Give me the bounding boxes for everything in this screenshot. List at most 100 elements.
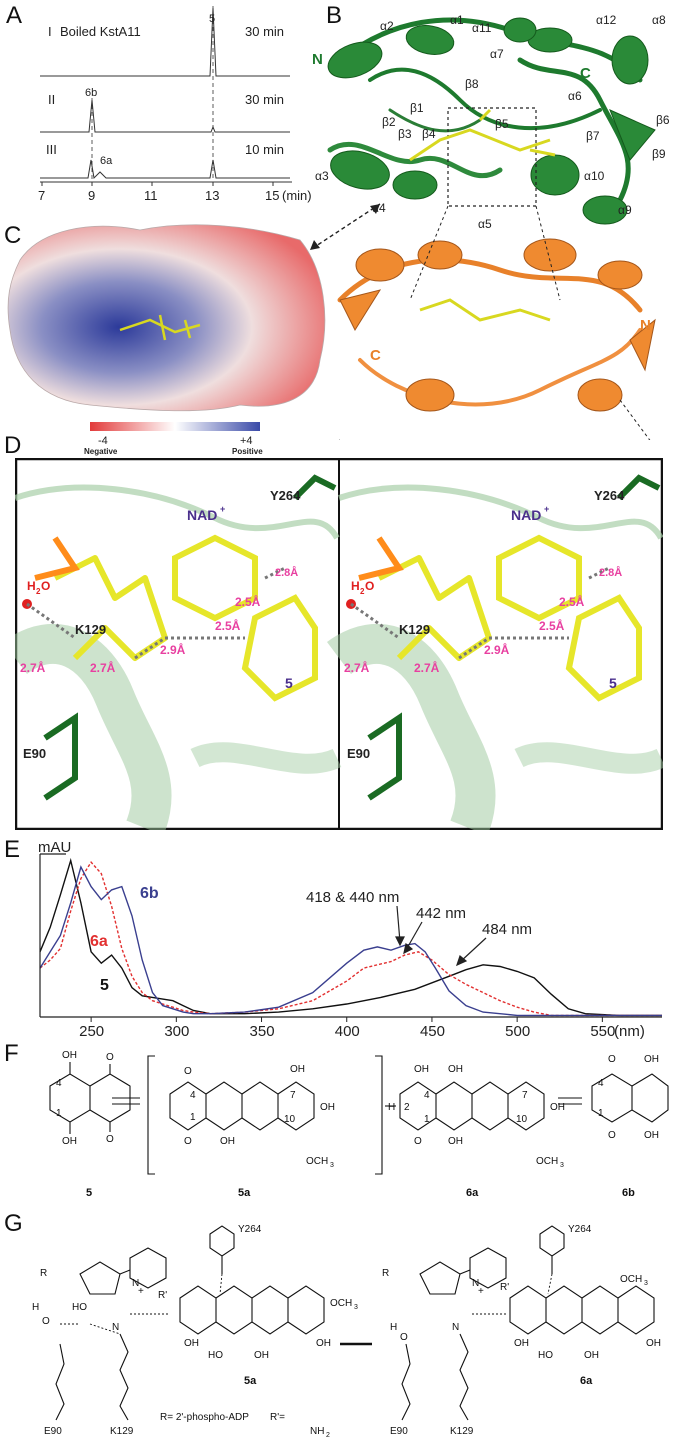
panel-label-f: F [4,1040,19,1067]
panel-c-surface: -4 +4 Negative Positive [7,224,326,456]
stereo-left [15,474,342,830]
f-6b-oh-top: OH [644,1054,659,1065]
panel-d-stereo: Y264 NAD + K129 E90 5 H 2 O 2.8Å 2.5Å 2.… [15,458,663,830]
uv-series-group [39,857,662,1017]
f-5a-ome: OCH [306,1156,328,1167]
label-beta5: β5 [495,117,509,131]
d-right-k129: K129 [399,622,430,637]
d-left-k129: K129 [75,622,106,637]
label-beta3: β3 [398,127,412,141]
label-alpha11: α11 [472,21,492,35]
g-left-e90: E90 [44,1426,62,1437]
f-5a-num4: 4 [190,1090,196,1101]
g-left-ho: HO [72,1302,87,1313]
g-compound-6a: 6a [580,1375,593,1387]
f-6a-oh: OH [414,1064,429,1075]
label-beta2: β2 [382,115,396,129]
label-beta1: β1 [410,101,424,115]
series-label-6b: 6b [140,885,159,902]
d-left-water-o: O [41,579,50,593]
d-left-e90: E90 [23,746,46,761]
label-alpha2: α2 [380,19,394,33]
f-6b-o-bot: O [608,1130,616,1141]
g-left-rprime: R' [158,1290,167,1301]
trace-i [40,7,290,77]
label-beta9: β9 [652,147,666,161]
g-left-nh: N [112,1322,119,1333]
label-alpha8: α8 [652,13,666,27]
tick-15: 15 [265,188,279,203]
chain-b-helices [339,238,656,412]
f-5a-o-top: O [184,1066,192,1077]
d-left-dist-2: 2.5Å [235,594,261,609]
peak-6a-label: 6a [100,155,113,167]
trace-iii-roman: III [46,142,57,157]
g-right-n: N [472,1278,479,1289]
f-6b-num4: 4 [598,1078,604,1089]
g-right-oh-3: OH [584,1350,599,1361]
g-right-rprime: R' [500,1282,509,1293]
y-label-mau: mAU [38,842,71,856]
b-to-c-arrow [309,203,381,251]
d-right-nad: NAD [511,507,541,523]
g-right-h2o-h: H [390,1322,397,1333]
panel-a-hplc: 7 9 11 13 15 (min) I Boiled KstA11 30 mi… [38,6,312,203]
peak-5-label: 5 [209,13,215,25]
g-left-h2o-h: H [32,1302,39,1313]
series-label-5: 5 [100,977,109,994]
peak-6b-label: 6b [85,87,97,99]
d-left-water-h: H [27,579,36,593]
g-right-oh-1: OH [514,1338,529,1349]
g-right-h2o-o: O [400,1332,408,1343]
d-right-cmpd: 5 [609,675,617,691]
d-right-dist-2: 2.5Å [559,594,585,609]
g-right-oh-4: OH [646,1338,661,1349]
f-compound-5: 5 [86,1187,92,1199]
f-6a-num1: 1 [424,1114,430,1125]
panel-label-a: A [6,2,23,29]
g-right-ho-2: HO [538,1350,553,1361]
f-5a-oh: OH [290,1064,305,1075]
series-label-6a: 6a [90,933,108,950]
ligand-sticks-b [419,298,551,322]
trace-i-time: 30 min [245,24,284,39]
panel-g-mechanism: Y264 R N + R' HO H O N K129 E90 OCH 3 OH… [32,1224,661,1439]
g-right-ome: OCH [620,1274,642,1285]
molecular-surface [7,224,326,412]
g-left-oh-4: OH [316,1338,331,1349]
label-alpha7: α7 [490,47,504,61]
label-beta8: β8 [465,77,479,91]
g-left-y264: Y264 [238,1224,262,1235]
trace-i-roman: I [48,24,52,39]
d-left-dist-3: 2.5Å [215,618,241,633]
g-left-k129: K129 [110,1426,134,1437]
d-left-dist-6: 2.7Å [90,660,116,675]
f-6a-h: H [388,1102,395,1113]
x-tick-label: 500 [505,1023,530,1040]
g-r-def: R= 2'-phospho-ADP [160,1412,249,1423]
g-left-h2o-o: O [42,1316,50,1327]
active-site-box [447,107,537,207]
g-left-ome-sub: 3 [354,1304,358,1311]
f-6a-oh-10: OH [550,1102,565,1113]
tick-9: 9 [88,188,95,203]
f-6a-num2: 2 [404,1102,410,1113]
f-5a-oh-10: OH [320,1102,335,1113]
annot-442: 442 nm [416,905,466,922]
spectrum-line-6a [39,861,662,1017]
label-alpha10: α10 [584,169,605,183]
d-right-dist-1: 2.8Å [599,566,622,579]
label-alpha12: α12 [596,13,617,27]
d-right-dist-3: 2.5Å [539,618,565,633]
d-right-water-o: O [365,579,374,593]
annot-484: 484 nm [482,921,532,938]
x-unit-nm: (nm) [614,1023,645,1040]
trace-ii [40,99,290,133]
f-6a-o-bot: O [414,1136,422,1147]
f-compound-5a: 5a [238,1187,251,1199]
d-right-nad-sup: + [544,504,549,514]
panel-label-e: E [4,836,21,863]
n-terminus-a: N [312,51,323,68]
label-alpha5: α5 [478,217,492,231]
